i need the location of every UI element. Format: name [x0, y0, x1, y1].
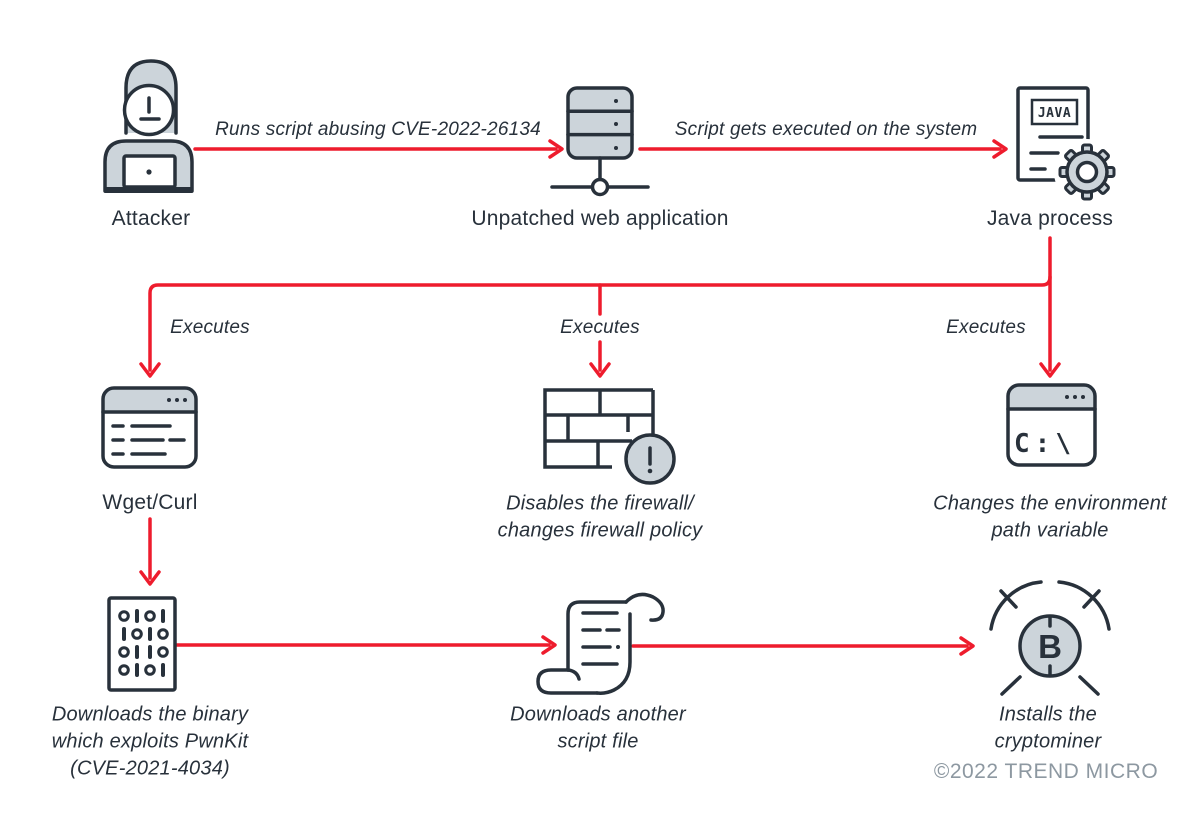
arrow-attacker-to-webapp — [193, 139, 564, 159]
copyright-footer: ©2022 TREND MICRO — [933, 760, 1159, 783]
arrow-wget-to-binary — [139, 517, 161, 586]
firewall-caption-line1: Disables the firewall/ — [506, 492, 694, 515]
arrow-script-to-cryptominer — [631, 636, 975, 656]
binary-caption-line2: which exploits PwnKit — [51, 730, 249, 753]
edge-label-executes-left: Executes — [170, 317, 250, 338]
java-document-icon: JAVA — [1016, 86, 1120, 205]
edge-label-run-script: Runs script abusing CVE-2022-26134 — [215, 119, 541, 140]
cryptominer-caption-line1: Installs the — [998, 703, 1098, 726]
arrow-binary-to-script — [175, 635, 557, 655]
edge-label-executes-middle: Executes — [560, 317, 640, 338]
binary-caption-line3: (CVE-2021-4034) — [70, 757, 230, 780]
binary-file-icon — [107, 596, 177, 692]
binary-caption-line1: Downloads the binary — [51, 703, 249, 726]
edge-label-script-executed: Script gets executed on the system — [674, 119, 978, 140]
script-file-caption-line2: script file — [557, 730, 639, 753]
gear-icon — [1054, 139, 1120, 205]
cryptominer-icon: B — [989, 580, 1111, 696]
server-icon — [550, 86, 650, 197]
firewall-caption-line2: changes firewall policy — [497, 519, 703, 542]
attacker-label: Attacker — [111, 207, 191, 230]
terminal-window-icon: C:\ — [1006, 383, 1097, 467]
terminal-path-text: C:\ — [1014, 429, 1076, 459]
env-path-caption-line1: Changes the environment — [933, 492, 1167, 515]
scroll-icon — [536, 592, 665, 695]
attacker-icon — [103, 59, 194, 193]
cryptominer-caption-line2: cryptominer — [994, 730, 1102, 753]
wget-curl-label: Wget/Curl — [102, 491, 198, 514]
script-file-caption-line1: Downloads another — [510, 703, 686, 726]
browser-window-icon — [101, 386, 198, 469]
env-path-caption-line2: path variable — [991, 519, 1109, 542]
java-process-label: Java process — [986, 207, 1114, 230]
alert-icon — [624, 433, 676, 485]
bitcoin-letter: B — [1038, 628, 1062, 665]
firewall-icon — [543, 388, 676, 485]
edge-label-executes-right: Executes — [946, 317, 1026, 338]
binary-digits — [118, 609, 169, 677]
branch-connector — [139, 236, 1061, 378]
arrow-webapp-to-java — [638, 139, 1008, 159]
web-application-label: Unpatched web application — [471, 207, 729, 230]
java-doc-text: JAVA — [1038, 106, 1071, 121]
